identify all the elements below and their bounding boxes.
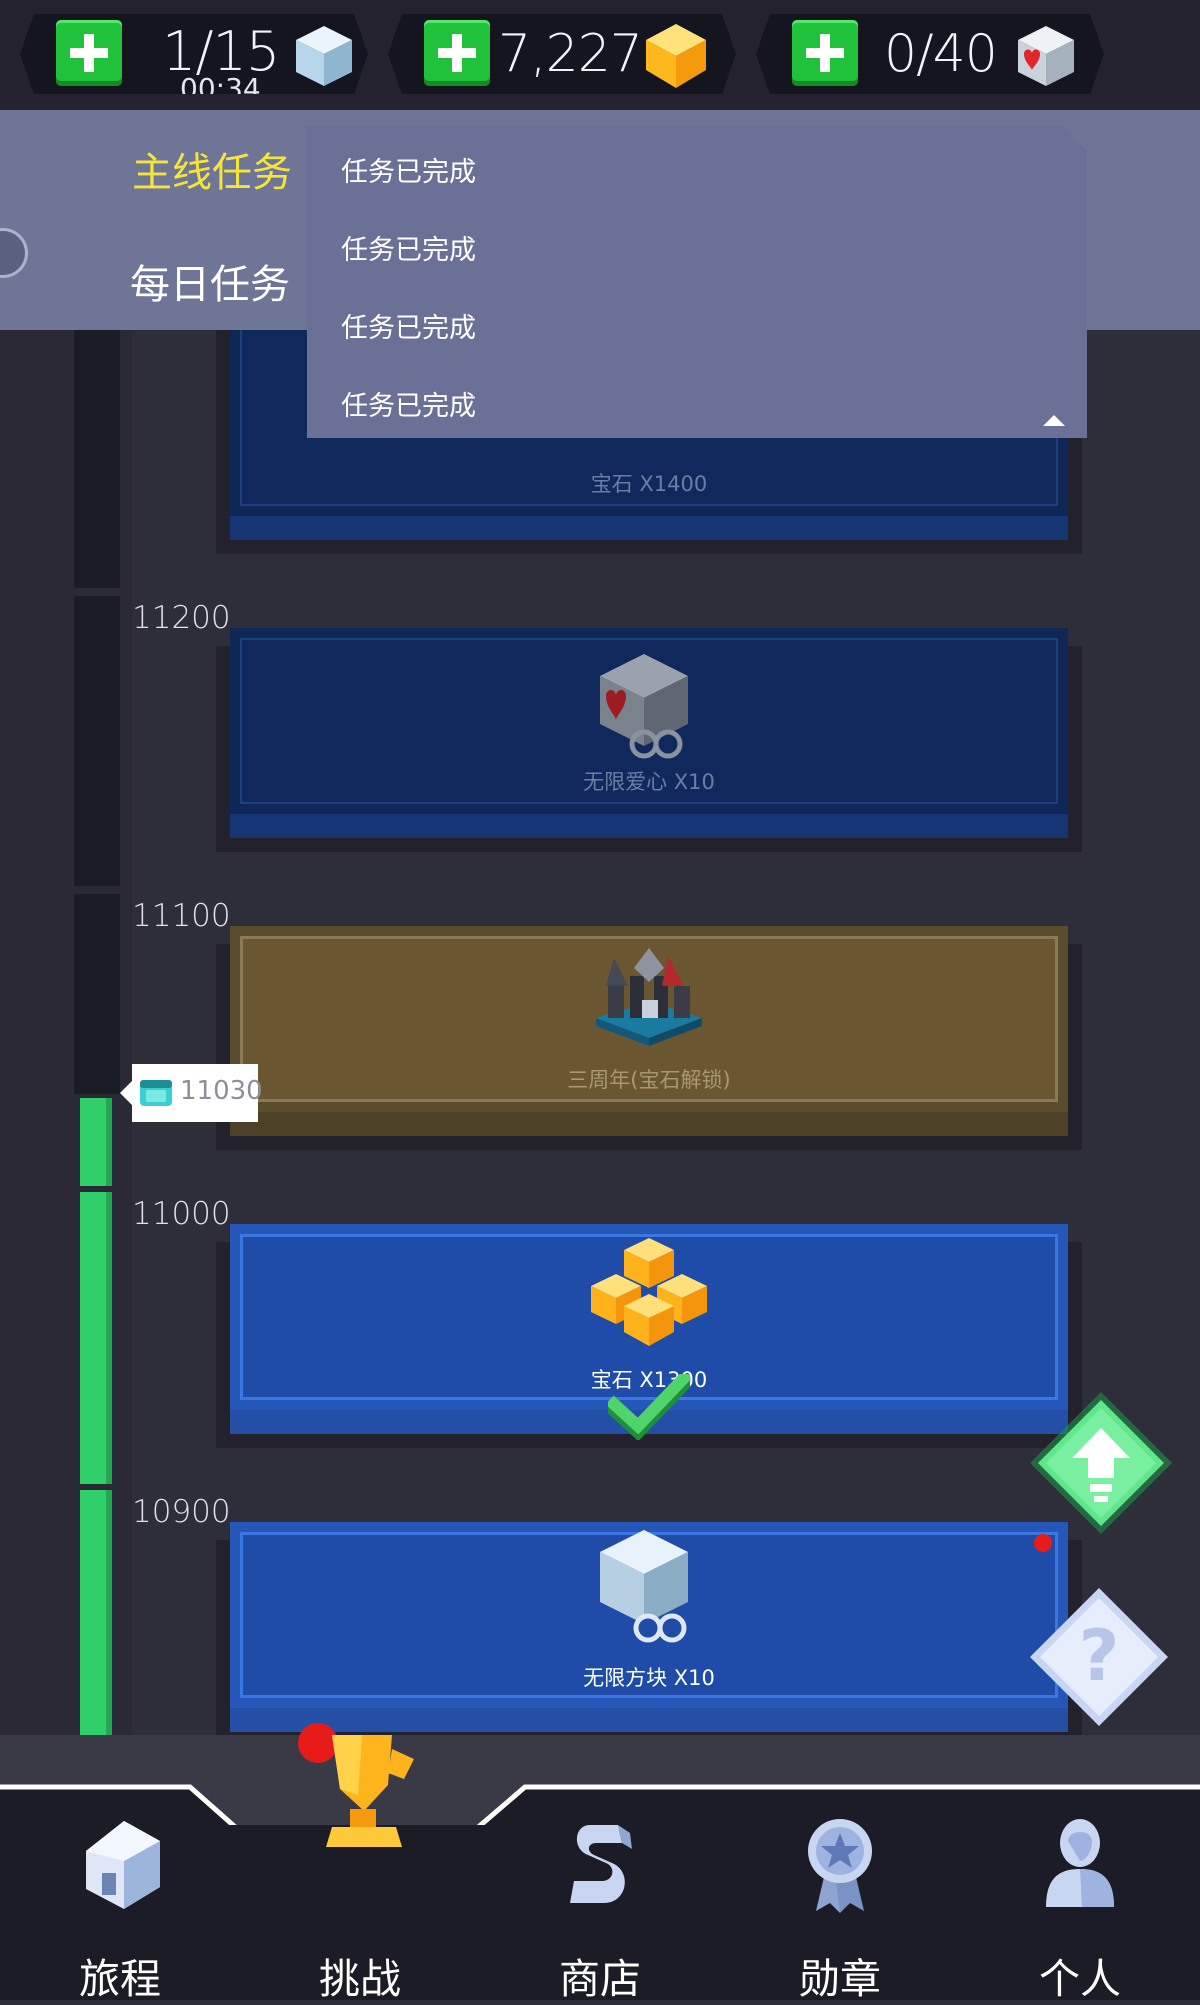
checkmark-icon [608,1374,690,1440]
current-progress-marker: 11030 [120,1064,263,1122]
house-icon [86,1821,160,1909]
level-label: 11100 [132,898,231,934]
rail-progress [80,1490,112,1735]
shop-icon [570,1825,632,1903]
heart-count: 0/40 [884,24,998,84]
collapse-arrow-icon[interactable] [1043,415,1065,426]
profile-icon [1046,1819,1114,1907]
reward-label: 无限爱心 X10 [583,770,715,794]
rail-progress [80,1098,112,1186]
tab-main-quest[interactable]: 主线任务 [132,150,292,196]
scroll-up-icon[interactable] [1026,1388,1176,1538]
heart-counter: 0/40 [756,14,1104,94]
nav-label: 旅程 [79,1955,161,2003]
ice-cube-icon [296,26,352,86]
nav-label: 商店 [559,1955,641,2003]
add-gems-button[interactable] [424,20,490,86]
gem-counter: 7,227 [388,14,736,94]
task-dropdown: 任务已完成 任务已完成 任务已完成 任务已完成 [307,126,1087,438]
dropdown-item[interactable]: 任务已完成 [341,157,476,188]
reward-card[interactable]: 三周年(宝石解锁) [216,926,1082,1150]
gem-count: 7,227 [498,24,643,84]
reward-label: 宝石 X1400 [590,472,708,496]
rail-segment [74,596,120,886]
notification-dot [1034,1534,1052,1552]
medal-icon [808,1819,872,1913]
dropdown-item[interactable]: 任务已完成 [341,391,476,422]
cube-count: 1/15 [162,20,280,83]
nav-shop[interactable]: 商店 [480,1735,720,2003]
level-label: 10900 [132,1494,231,1530]
tab-daily-quest[interactable]: 每日任务 [130,262,290,308]
bottom-nav: 旅程 挑战 商店 勋章 [0,1723,1200,2003]
rail-segment [74,330,120,588]
reward-card[interactable]: 无限方块 X10 [216,1522,1082,1735]
nav-label: 勋章 [799,1955,881,2003]
infinite-heart-icon [600,654,688,759]
level-label: 11000 [132,1196,231,1232]
heart-cube-icon [1018,26,1074,86]
nav-profile[interactable]: 个人 [960,1735,1200,2003]
dropdown-item[interactable]: 任务已完成 [341,235,476,266]
help-icon[interactable]: ? [1024,1582,1174,1732]
cube-timer: 00:34 [180,72,261,105]
nav-label: 挑战 [319,1955,401,2003]
player-cube-icon [140,1080,172,1106]
side-badge-icon[interactable] [0,228,28,278]
gem-pile-icon [591,1238,707,1346]
rail-segment [74,894,120,1094]
level-label: 11200 [132,600,231,636]
add-hearts-button[interactable] [792,20,858,86]
reward-label: 无限方块 X10 [583,1666,715,1690]
reward-card[interactable]: 宝石 X1300 [216,1224,1082,1448]
reward-label: 三周年(宝石解锁) [567,1068,731,1092]
add-cubes-button[interactable] [56,20,122,86]
nav-divider [0,1735,1200,1825]
resource-bar: 1/15 00:34 7,227 0/40 [0,0,1200,110]
anniversary-castle-icon [596,948,702,1046]
rail-progress [80,1192,112,1484]
gold-gem-icon [646,24,706,88]
reward-card[interactable]: 无限爱心 X10 [216,628,1082,852]
nav-label: 个人 [1039,1955,1121,2003]
dropdown-item[interactable]: 任务已完成 [341,313,476,344]
nav-medal[interactable]: 勋章 [720,1735,960,2003]
current-level: 11030 [180,1076,263,1106]
trophy-icon [298,1723,414,1847]
nav-challenge[interactable]: 挑战 [240,1723,480,2003]
infinite-cube-icon [600,1530,688,1643]
nav-journey[interactable]: 旅程 [0,1735,240,2003]
reward-list[interactable]: 11200 11100 11000 10900 宝石 X1400 无限爱心 X1… [0,330,1200,1735]
cube-counter: 1/15 00:34 [20,14,368,94]
svg-text:?: ? [1079,1615,1120,1697]
